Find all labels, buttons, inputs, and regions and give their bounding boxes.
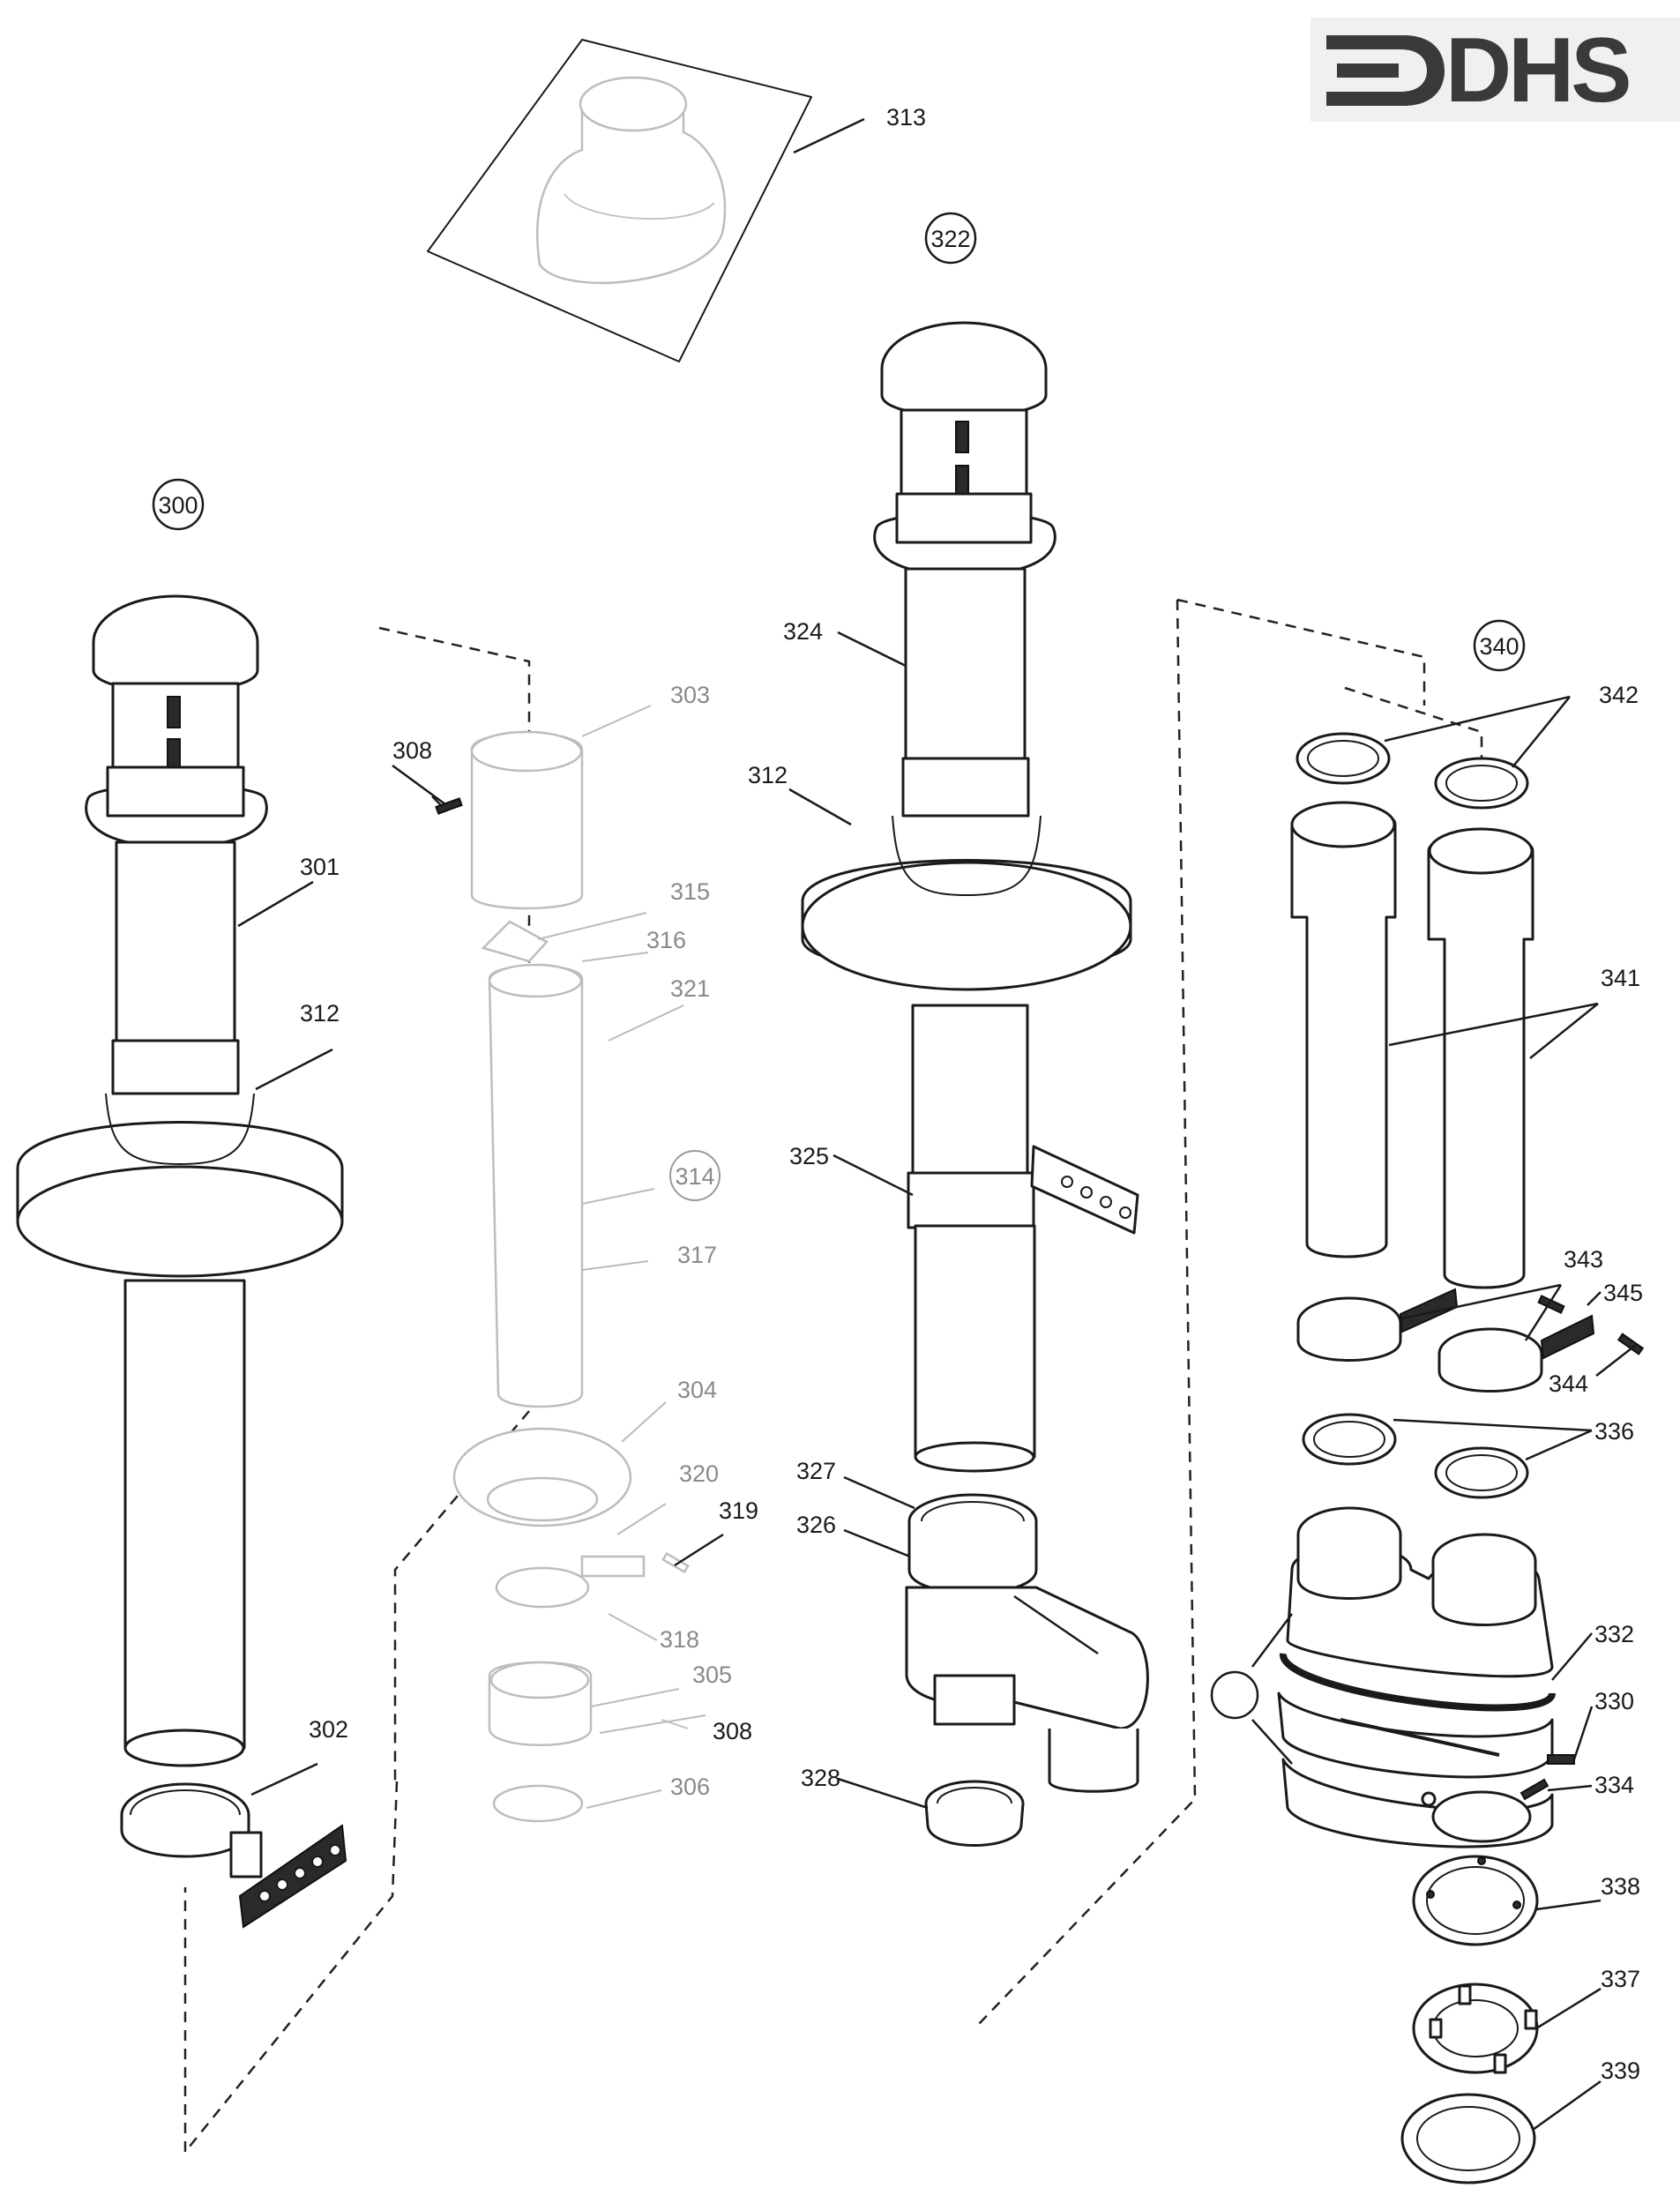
part-label-338: 338 bbox=[1601, 1873, 1640, 1900]
part-label-308-lower: 308 bbox=[713, 1718, 752, 1744]
dashed-boundary-left bbox=[183, 626, 531, 2153]
part-label-305: 305 bbox=[692, 1662, 732, 1688]
part-label-324: 324 bbox=[783, 618, 823, 645]
part-label-332: 332 bbox=[1594, 1621, 1634, 1647]
part-label-336: 336 bbox=[1594, 1418, 1634, 1445]
group-number-300: 300 bbox=[152, 478, 205, 531]
svg-text:340: 340 bbox=[1479, 633, 1519, 660]
roof-flashing-313 bbox=[427, 39, 812, 362]
part-label-319: 319 bbox=[719, 1497, 758, 1524]
part-label-343: 343 bbox=[1564, 1246, 1603, 1273]
part-label-316: 316 bbox=[646, 927, 686, 953]
part-label-330: 330 bbox=[1594, 1688, 1634, 1714]
part-label-301: 301 bbox=[300, 854, 340, 880]
part-label-341: 341 bbox=[1601, 965, 1640, 991]
svg-text:314: 314 bbox=[675, 1163, 714, 1190]
group-number-314: 314 bbox=[669, 1150, 721, 1201]
part-label-334: 334 bbox=[1594, 1772, 1634, 1798]
part-label-313: 313 bbox=[886, 104, 926, 131]
part-label-302: 302 bbox=[309, 1716, 348, 1743]
part-label-328: 328 bbox=[801, 1765, 840, 1791]
flue-assembly-322 bbox=[801, 321, 1149, 1847]
part-label-339: 339 bbox=[1601, 2057, 1640, 2084]
part-label-327: 327 bbox=[796, 1458, 836, 1484]
twin-pipe-kit-340 bbox=[1277, 732, 1645, 2184]
dashed-boundary-right bbox=[978, 598, 1483, 2025]
pipe-bracket-302 bbox=[120, 1782, 347, 1929]
part-label-312: 312 bbox=[300, 1000, 340, 1027]
part-label-342: 342 bbox=[1599, 682, 1639, 708]
part-label-303: 303 bbox=[670, 682, 710, 708]
brand-logo-text: DHS bbox=[1445, 19, 1632, 122]
part-label-321: 321 bbox=[670, 975, 710, 1002]
part-label-337: 337 bbox=[1601, 1966, 1640, 1992]
brand-logo-mark bbox=[1326, 35, 1445, 106]
part-label-320: 320 bbox=[679, 1460, 719, 1487]
part-label-308: 308 bbox=[392, 737, 432, 764]
part-label-325: 325 bbox=[789, 1143, 829, 1169]
svg-text:300: 300 bbox=[158, 492, 198, 519]
part-label-312-right: 312 bbox=[748, 762, 788, 788]
leader-lines bbox=[237, 117, 1637, 2132]
flue-assembly-300 bbox=[16, 594, 344, 1767]
part-label-344: 344 bbox=[1549, 1370, 1588, 1397]
part-label-317: 317 bbox=[677, 1242, 717, 1268]
part-label-304: 304 bbox=[677, 1377, 717, 1403]
brand-logo: DHS bbox=[1310, 18, 1680, 122]
group-number-340: 340 bbox=[1473, 619, 1526, 672]
part-label-306: 306 bbox=[670, 1774, 710, 1800]
svg-text:322: 322 bbox=[930, 226, 970, 252]
part-label-329-circle bbox=[1210, 1670, 1259, 1720]
part-label-326: 326 bbox=[796, 1512, 836, 1538]
part-label-345: 345 bbox=[1603, 1280, 1643, 1306]
part-label-318: 318 bbox=[660, 1626, 699, 1653]
part-label-315: 315 bbox=[670, 878, 710, 905]
faint-components-column bbox=[431, 730, 690, 1823]
group-number-322: 322 bbox=[924, 212, 977, 265]
